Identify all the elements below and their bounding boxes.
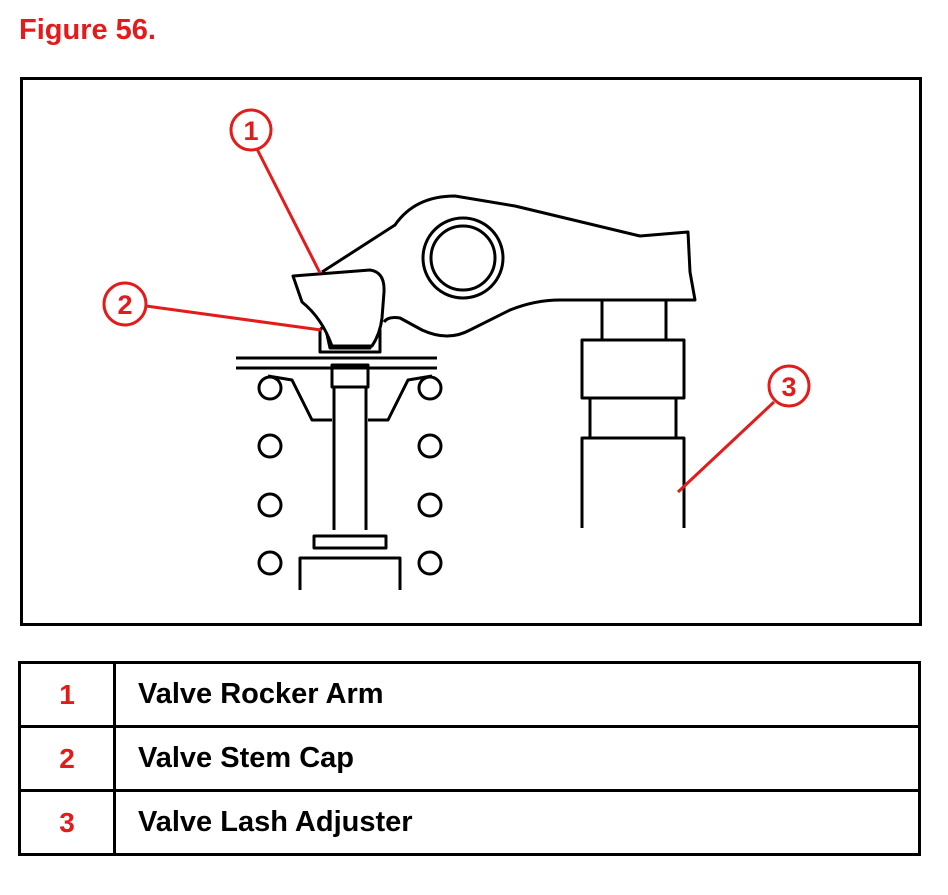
callout-3: 3 xyxy=(676,364,811,494)
legend-table: 1 Valve Rocker Arm 2 Valve Stem Cap 3 Va… xyxy=(18,661,921,856)
callout-2: 2 xyxy=(102,281,322,332)
rocker-pivot-inner xyxy=(429,224,497,292)
valve-spring xyxy=(257,375,443,576)
legend-row: 1 Valve Rocker Arm xyxy=(18,661,921,728)
rocker-arm-body xyxy=(321,194,697,338)
callout-1: 1 xyxy=(229,108,322,274)
rocker-pivot xyxy=(421,216,505,300)
legend-row: 2 Valve Stem Cap xyxy=(18,725,921,792)
callout-2-label: 2 xyxy=(117,290,132,320)
legend-label: Valve Lash Adjuster xyxy=(113,789,921,856)
callout-1-label: 1 xyxy=(243,116,258,146)
legend-label: Valve Stem Cap xyxy=(113,725,921,792)
figure-title: Figure 56. xyxy=(19,14,156,46)
legend-number: 3 xyxy=(18,789,116,856)
legend-number: 2 xyxy=(18,725,116,792)
callout-3-label: 3 xyxy=(781,372,796,402)
legend-number: 1 xyxy=(18,661,116,728)
valve-stem xyxy=(298,387,402,590)
valve-lash-adjuster xyxy=(580,298,686,528)
valve-rocker-arm xyxy=(291,268,386,348)
legend-label: Valve Rocker Arm xyxy=(113,661,921,728)
spring-retainer xyxy=(236,356,437,422)
legend-row: 3 Valve Lash Adjuster xyxy=(18,789,921,856)
diagram-frame: 1 2 3 xyxy=(20,77,922,626)
valve-train-diagram: 1 2 3 xyxy=(102,108,811,590)
